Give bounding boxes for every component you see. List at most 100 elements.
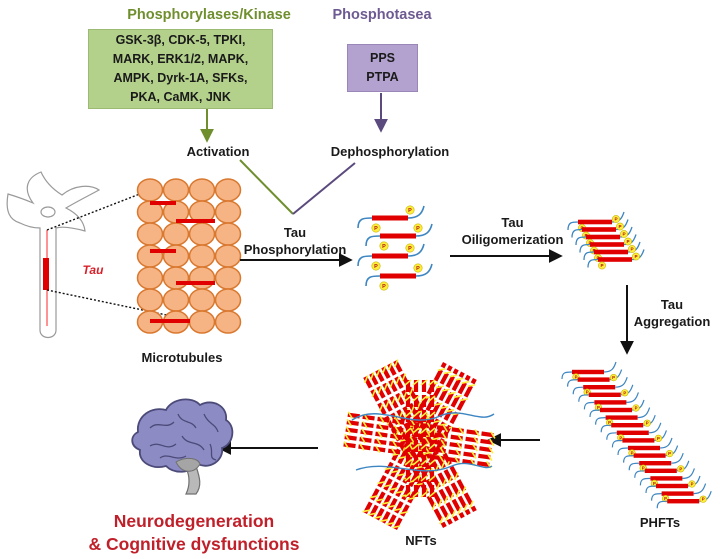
- phospho-marker-label: P: [408, 246, 412, 252]
- aggregation-label: Tau Aggregation: [632, 296, 712, 330]
- tangle-phospho-mark: [393, 507, 402, 512]
- tau-tail: [600, 424, 612, 433]
- tangle-phospho-mark: [368, 512, 377, 516]
- tangle-phospho-mark: [362, 509, 371, 513]
- tangle-phospho-mark: [410, 404, 416, 413]
- phosphorylation-label: Tau Phosphorylation: [240, 224, 350, 258]
- tangle-phospho-mark: [381, 501, 390, 505]
- tau-tail: [407, 205, 425, 219]
- tau-rod: [380, 273, 416, 279]
- phospho-marker-label: P: [382, 284, 386, 290]
- tau-rod: [583, 385, 616, 390]
- tangle-phospho-mark: [412, 459, 420, 466]
- tangle-phospho-mark: [457, 434, 463, 442]
- tangle-phospho-mark: [437, 499, 443, 508]
- tau-tail: [603, 361, 617, 373]
- tau-rod: [372, 253, 408, 259]
- phospho-marker-label: P: [408, 208, 412, 214]
- tau-rod: [586, 234, 620, 240]
- phospho-marker-label: P: [622, 232, 625, 237]
- tangle-phospho-mark: [388, 362, 393, 371]
- tangle-phospho-mark: [395, 417, 401, 426]
- phospho-marker-label: P: [630, 247, 633, 252]
- tau-rod: [616, 430, 649, 435]
- tau-tail: [617, 447, 629, 456]
- tangle-phospho-mark: [423, 451, 432, 455]
- tangle-phospho-mark: [473, 436, 479, 445]
- phospho-marker-label: P: [597, 405, 600, 410]
- microtubule-lattice: [136, 178, 242, 334]
- microtubule-subunit: [136, 266, 164, 290]
- tangle-phospho-mark: [448, 475, 453, 484]
- tangle-phospho-mark: [459, 398, 468, 402]
- tangle-phospho-mark: [455, 377, 464, 381]
- microtubules-label: Microtubules: [141, 350, 223, 365]
- microtubule-subunit: [136, 244, 164, 268]
- tangle-phospho-mark: [447, 391, 456, 395]
- tangle-phospho-mark: [420, 459, 428, 466]
- tangle-filament: [343, 442, 493, 468]
- phospho-marker: [688, 480, 696, 488]
- tangle-phospho-mark: [456, 441, 462, 450]
- tangle-phospho-mark: [420, 443, 428, 450]
- tau-tail: [628, 462, 640, 471]
- tangle-phospho-mark: [371, 389, 376, 398]
- tangle-phospho-mark: [437, 368, 446, 372]
- tangle-phospho-mark: [404, 459, 412, 466]
- phospho-marker: [598, 261, 606, 270]
- tangle-phospho-mark: [401, 373, 407, 382]
- aggregation-label-line1: Tau: [660, 297, 684, 312]
- phospho-marker-label: P: [626, 239, 629, 244]
- tangle-phospho-mark: [400, 428, 405, 437]
- tau-tail: [571, 228, 583, 238]
- kinase-title: Phosphorylases/Kinase: [127, 7, 291, 23]
- tangle-phospho-mark: [428, 395, 436, 402]
- brain-icon: [131, 398, 234, 495]
- tangle-phospho-mark: [409, 387, 414, 396]
- tau-rod: [600, 407, 632, 413]
- phospho-marker-label: P: [374, 264, 378, 270]
- microtubule-subunit: [136, 178, 164, 202]
- tangle-phospho-mark: [454, 472, 459, 481]
- phospho-marker-label: P: [702, 497, 705, 502]
- tangle-phospho-mark: [458, 426, 464, 435]
- tangle-phospho-mark: [440, 405, 449, 410]
- tangle-phospho-mark: [394, 425, 400, 433]
- tangle-phospho-mark: [420, 427, 428, 434]
- phosphatase-box: PPS PTPA: [347, 44, 418, 92]
- tangle-phospho-mark: [488, 446, 494, 454]
- oligomerization-label-line1: Tau: [501, 215, 524, 230]
- phospho-marker: [699, 495, 707, 503]
- phospho-marker-label: P: [382, 244, 386, 250]
- tau-rod: [590, 242, 624, 247]
- outcome-line2: & Cognitive dysfunctions: [88, 534, 300, 554]
- tangle-phospho-mark: [391, 440, 398, 448]
- phospho-marker: [379, 281, 389, 291]
- tau-tail: [651, 493, 662, 501]
- tau-tail: [578, 394, 589, 402]
- tangle-phospho-mark: [369, 495, 378, 499]
- phosphatase-line: PPS: [369, 51, 395, 65]
- tangle-phospho-mark: [396, 473, 405, 477]
- tangle-phospho-mark: [395, 376, 401, 385]
- tau-tail: [407, 243, 425, 257]
- phospho-marker: [371, 223, 381, 233]
- phospho-marker-label: P: [416, 266, 420, 272]
- activation-line: [239, 159, 294, 215]
- tangle-phospho-mark: [428, 411, 436, 418]
- tangle-phospho-mark: [420, 475, 428, 482]
- kinase-line: GSK-3β, CDK-5, TPKI,: [115, 33, 246, 47]
- phospho-marker-label: P: [635, 405, 638, 410]
- phosphatase-line: PTPA: [366, 70, 399, 84]
- tangle-phospho-mark: [445, 513, 450, 522]
- phosphorylation-label-line1: Tau: [283, 225, 307, 240]
- phospho-marker-label: P: [416, 226, 420, 232]
- tangle-phospho-mark: [379, 415, 385, 424]
- tangle-bundle: [404, 379, 436, 500]
- phospho-marker: [413, 263, 423, 273]
- phospho-marker-label: P: [691, 481, 694, 486]
- neuron-icon: [6, 171, 101, 339]
- tangle-filament: [369, 372, 453, 525]
- tangle-phospho-mark: [382, 365, 387, 374]
- tau-rod: [582, 227, 616, 232]
